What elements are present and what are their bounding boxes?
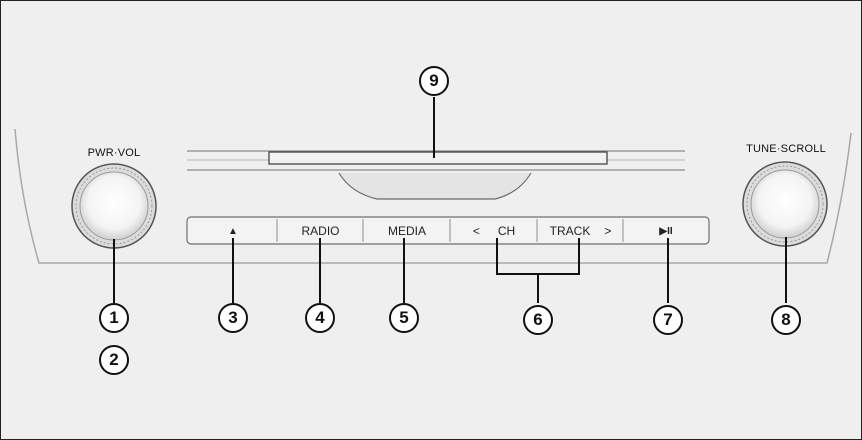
radio-button[interactable]: RADIO — [278, 219, 363, 243]
callout-9: 9 — [419, 66, 449, 96]
button-bar — [186, 216, 710, 245]
eject-button[interactable]: ▲ — [189, 219, 277, 243]
track-button[interactable]: TRACK > — [538, 219, 623, 243]
track-button-label: TRACK — [549, 224, 591, 238]
media-button-label: MEDIA — [387, 224, 426, 238]
eject-icon: ▲ — [228, 225, 238, 237]
ch-button[interactable]: < CH — [451, 219, 537, 243]
callout-3: 3 — [218, 303, 248, 333]
slot-scoop — [338, 172, 532, 200]
media-button[interactable]: MEDIA — [364, 219, 450, 243]
pwr-vol-label: PWR·VOL — [87, 147, 141, 159]
callout-5: 5 — [389, 303, 419, 333]
callout-7: 7 — [653, 305, 683, 335]
tune-scroll-knob-face — [750, 169, 820, 239]
callout-8: 8 — [771, 305, 801, 335]
radio-button-label: RADIO — [301, 224, 340, 238]
callout-6: 6 — [523, 305, 553, 335]
callout-1: 1 — [99, 303, 129, 333]
play-pause-icon: ▶II — [659, 225, 673, 237]
pwr-vol-knob-face — [79, 171, 149, 241]
chevron-left-icon: < — [472, 224, 480, 238]
panel-outline — [14, 128, 852, 264]
callout-4: 4 — [305, 303, 335, 333]
chevron-right-icon: > — [604, 224, 612, 238]
tune-scroll-label: TUNE·SCROLL — [746, 143, 826, 155]
cd-slot — [268, 151, 608, 165]
ch-button-label: CH — [497, 224, 516, 238]
play-pause-button[interactable]: ▶II — [624, 219, 708, 243]
callout-2: 2 — [99, 345, 129, 375]
